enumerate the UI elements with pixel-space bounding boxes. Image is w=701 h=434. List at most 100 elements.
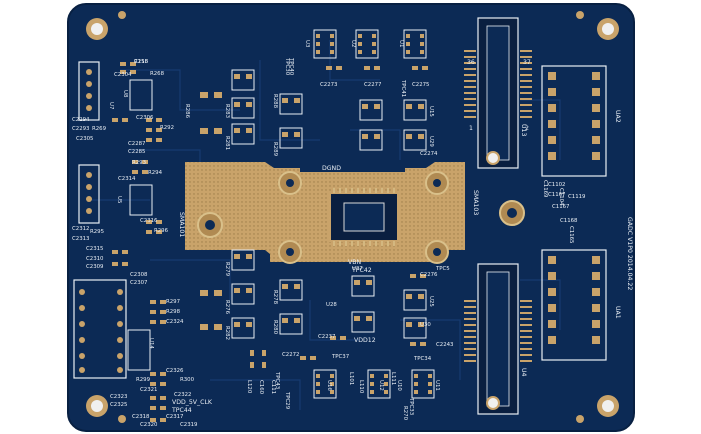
silk-pin36: 36 — [467, 59, 475, 66]
ic-footprints — [127, 29, 435, 399]
component-label: C2317 — [166, 414, 183, 420]
silk-tpc44: TPC44 — [171, 407, 192, 414]
component-label: C1165 — [568, 226, 574, 243]
component-label: C118 — [134, 59, 149, 65]
component-label: U11 — [434, 380, 440, 391]
component-label: U10 — [396, 380, 402, 391]
component-label: C160 — [258, 380, 264, 395]
component-label: R296 — [154, 228, 169, 234]
component-label: C2287 — [128, 141, 145, 147]
component-label: C2318 — [132, 414, 150, 420]
silk-sma101: SMA101 — [178, 212, 185, 237]
rf-copper-area — [185, 162, 465, 262]
component-label: U8 — [122, 90, 128, 98]
component-label: C1119 — [568, 194, 586, 200]
chip-pins — [333, 188, 395, 246]
component-label: U15 — [428, 106, 434, 117]
component-label: C1168 — [560, 218, 578, 224]
component-label: C2326 — [166, 368, 184, 374]
silk-pin37: 37 — [523, 59, 531, 66]
component-label: U14 — [148, 338, 154, 349]
component-label: U28 — [326, 302, 337, 308]
silk-vdd12: VDD12 — [354, 337, 376, 344]
component-label: C2309 — [86, 264, 104, 270]
component-label: C2277 — [364, 82, 381, 88]
component-label: C2276 — [420, 272, 438, 278]
component-label: C2305 — [76, 136, 93, 142]
component-label: TPC29 — [284, 391, 290, 410]
traces — [90, 40, 561, 410]
component-label: U1 — [398, 40, 404, 47]
component-label: L110 — [358, 380, 364, 394]
silk-vdd5v: VDD_5V_CLK — [172, 399, 213, 406]
component-label: R269 — [92, 126, 107, 132]
component-label: C2321 — [140, 387, 157, 393]
module-pins — [548, 72, 600, 344]
component-label: R280 — [272, 320, 278, 335]
component-label: R283 — [224, 104, 230, 118]
component-label: C2320 — [140, 422, 158, 428]
central-chip-pad — [343, 202, 385, 232]
component-label: R258 — [134, 59, 149, 65]
component-label: U3 — [304, 40, 310, 47]
left-header-pins — [79, 69, 123, 373]
component-label: C2243 — [436, 342, 453, 348]
component-label: R278 — [272, 290, 278, 305]
component-label: R286 — [184, 104, 190, 119]
component-label: C2322 — [174, 392, 191, 398]
component-label: C2324 — [166, 319, 184, 325]
passive-pads — [112, 62, 428, 422]
mounting-holes — [86, 11, 619, 423]
component-label: C2275 — [412, 82, 429, 88]
component-label: U12 — [378, 380, 384, 391]
component-label: C2237 — [318, 334, 335, 340]
component-label: R299 — [136, 377, 151, 383]
component-label: R270 — [402, 406, 408, 421]
component-label: C2316 — [140, 218, 158, 224]
component-label: C2323 — [110, 394, 127, 400]
component-label: TPC30 — [284, 57, 290, 76]
component-label: C2312 — [72, 226, 89, 232]
connector-bottom — [477, 263, 519, 415]
component-label: R268 — [150, 71, 165, 77]
component-label: U27 — [352, 266, 363, 272]
component-label: TPC34 — [413, 356, 432, 362]
component-label: R276 — [224, 300, 230, 315]
component-label: R298 — [166, 309, 181, 315]
component-label: R289 — [272, 142, 278, 157]
connector-top — [477, 17, 519, 169]
component-label: R282 — [224, 326, 230, 340]
component-label: C2308 — [130, 272, 148, 278]
component-label: C2313 — [72, 236, 89, 242]
component-label: TPC40 — [288, 57, 294, 76]
component-label: C2293 — [72, 126, 89, 132]
component-label: R281 — [224, 136, 230, 150]
component-label: TPC5 — [435, 266, 450, 272]
component-label: C2294 — [72, 117, 90, 123]
silk-title: GADC V1P0 2014.04.22 — [626, 217, 633, 290]
sma-pads — [197, 171, 525, 264]
component-label: C2274 — [420, 151, 438, 157]
component-label: R279 — [224, 262, 230, 277]
silk-ua1: UA1 — [614, 306, 621, 319]
silk-u13: U13 — [520, 124, 527, 136]
component-label: TPC43 — [274, 371, 280, 389]
component-label: R293 — [132, 160, 146, 166]
component-label: C111 — [270, 380, 276, 394]
component-label: U25 — [428, 296, 434, 307]
silk-dgnd: DGND — [322, 165, 341, 172]
ic-pads — [234, 34, 432, 394]
component-label: C2315 — [86, 246, 103, 252]
silk-u4: U4 — [520, 368, 527, 377]
component-label: C2285 — [128, 149, 145, 155]
silk-ua2: UA2 — [614, 110, 621, 123]
component-label: U5 — [116, 196, 122, 203]
component-label: TPC33 — [408, 397, 414, 415]
component-label: U30 — [420, 322, 431, 328]
component-label: L111 — [390, 372, 396, 385]
left-headers — [73, 61, 127, 379]
component-label: C2319 — [180, 422, 198, 428]
silk-tpc42: TPC42 — [351, 267, 372, 274]
component-label: U7 — [108, 102, 114, 109]
